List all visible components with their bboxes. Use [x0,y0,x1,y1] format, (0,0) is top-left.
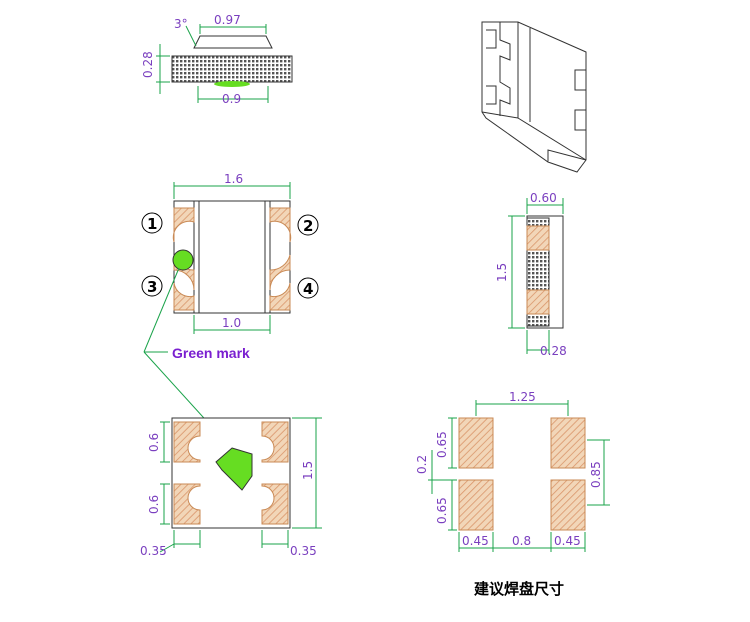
side-view: 0.60 1.5 0.28 [495,191,567,358]
land-pattern-pad-width-left-label: 0.45 [462,534,489,548]
land-pattern-pad-height-bottom-label: 0.65 [435,497,449,524]
land-pattern-pad-width-right-label: 0.45 [554,534,581,548]
top-view-height-label: 0.28 [141,51,155,78]
land-pattern-gap-label: 0.2 [415,455,429,474]
land-pattern-title: 建议焊盘尺寸 [474,580,564,598]
pin-3-number: 3 [147,278,157,296]
pin-4-number: 4 [303,280,313,298]
side-view-width-label: 0.60 [530,191,557,205]
land-pattern-middle-gap-label: 0.8 [512,534,531,548]
land-pattern-view: 1.25 0.65 0.2 0.65 0.85 0.45 0.8 0.45 建议… [415,390,610,598]
pin-2-number: 2 [303,217,313,235]
bottom-view-pad-height-top-label: 0.6 [147,433,161,452]
land-pattern-pad-height-top-label: 0.65 [435,431,449,458]
bottom-view-total-height-label: 1.5 [301,461,315,480]
front-view-width-label: 1.6 [224,172,243,186]
bottom-view: 0.6 0.6 1.5 0.35 0.35 [140,417,322,558]
top-profile-view: 3° 0.97 0.9 0.28 [141,13,293,106]
land-pattern-span-label: 1.25 [509,390,536,404]
bottom-view-pad-height-bottom-label: 0.6 [147,495,161,514]
front-view: 1.6 1.0 1 2 3 4 Green mark [141,172,319,461]
pin-1-number: 1 [147,215,157,233]
bottom-view-pad-width-left-label: 0.35 [140,544,167,558]
green-mark-label: Green mark [172,345,250,361]
polarity-mark [215,447,253,491]
side-view-depth-label: 0.28 [540,344,567,358]
top-view-top-width-label: 0.97 [214,13,241,27]
top-view-bottom-width-label: 0.9 [222,92,241,106]
front-view-lens-width-label: 1.0 [222,316,241,330]
isometric-view [481,21,587,173]
bottom-view-pad-width-right-label: 0.35 [290,544,317,558]
side-view-height-label: 1.5 [495,263,509,282]
green-mark-dot [172,249,194,271]
land-pattern-right-height-label: 0.85 [589,461,603,488]
top-view-angle-label: 3° [174,17,188,31]
